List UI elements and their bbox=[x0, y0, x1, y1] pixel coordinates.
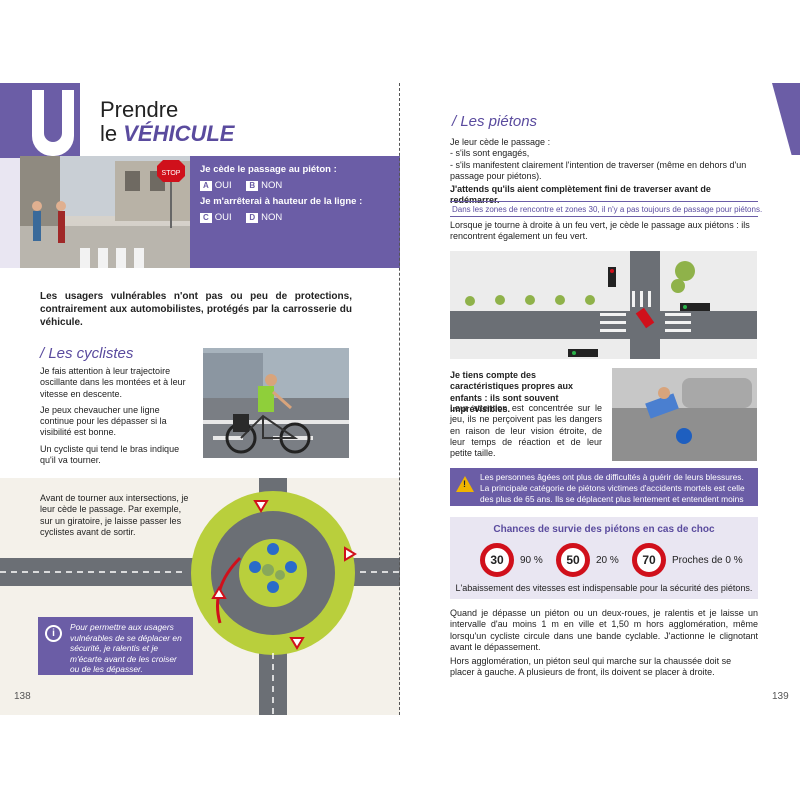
quiz-question-2: Je m'arrêterai à hauteur de la ligne : bbox=[200, 195, 363, 207]
left-page: Prendre le VÉHICULE STOP Je cède le pass… bbox=[0, 83, 400, 715]
intersection-diagram bbox=[450, 251, 757, 359]
zone-note: Dans les zones de rencontre et zones 30,… bbox=[452, 205, 763, 214]
cyclists-heading: / Les cyclistes bbox=[40, 345, 134, 362]
pedestrians-bullet-1: - s'ils sont engagés, bbox=[450, 148, 530, 159]
info-text: Pour permettre aux usagers vulnérables d… bbox=[70, 622, 182, 674]
option-text: OUI bbox=[214, 211, 232, 223]
page-title-line1: Prendre bbox=[100, 97, 179, 122]
pedestrians-text: Je leur cède le passage : - s'ils sont e… bbox=[450, 137, 758, 207]
note-rule-top bbox=[450, 201, 758, 202]
page-number-left: 138 bbox=[14, 691, 31, 702]
right-page: / Les piétons Je leur cède le passage : … bbox=[400, 83, 800, 715]
speed-sign-70: 70 bbox=[632, 543, 666, 577]
page-number-right: 139 bbox=[772, 691, 789, 702]
roundabout-text: Avant de tourner aux intersections, je l… bbox=[40, 493, 189, 537]
cyclists-text: Je fais attention à leur trajectoire osc… bbox=[40, 366, 190, 471]
note-rule-bottom bbox=[450, 216, 758, 217]
survival-title: Chances de survie des piétons en cas de … bbox=[493, 524, 715, 535]
speed-sign-50: 50 bbox=[556, 543, 590, 577]
survival-pct-70: Proches de 0 % bbox=[672, 555, 743, 566]
speed-sign-30: 30 bbox=[480, 543, 514, 577]
pedestrians-bullet-2: - s'ils manifestent clairement l'intenti… bbox=[450, 159, 747, 181]
corner-tab bbox=[772, 83, 800, 155]
intro-paragraph: Les usagers vulnérables n'ont pas ou peu… bbox=[40, 291, 352, 328]
info-icon: i bbox=[45, 625, 62, 642]
child-illustration bbox=[612, 368, 757, 461]
child-photo bbox=[612, 368, 757, 461]
page-divider bbox=[399, 83, 400, 715]
title-word: le bbox=[100, 121, 118, 146]
pedestrians-lead: Je leur cède le passage : bbox=[450, 137, 551, 147]
option-letter: B bbox=[246, 180, 259, 191]
page-title-line2: le VÉHICULE bbox=[100, 121, 235, 147]
children-text: Leur attention est concentrée sur le jeu… bbox=[450, 403, 602, 458]
pedestrians-heading: / Les piétons bbox=[452, 113, 538, 130]
rural-text: Hors agglomération, un piéton seul qui m… bbox=[450, 656, 732, 678]
option-letter: A bbox=[200, 180, 212, 191]
chapter-banner bbox=[0, 83, 80, 163]
roundabout-diagram bbox=[0, 478, 400, 715]
cyclist-illustration bbox=[203, 348, 349, 458]
option-letter: C bbox=[200, 212, 212, 223]
survival-box: Chances de survie des piétons en cas de … bbox=[450, 517, 758, 599]
street-illustration: STOP bbox=[20, 156, 190, 268]
pedestrians-bold-line: J'attends qu'ils aient complètement fini… bbox=[450, 184, 711, 206]
option-text: OUI bbox=[214, 179, 232, 191]
option-text: NON bbox=[261, 211, 283, 223]
survival-footer: L'abaissement des vitesses est indispens… bbox=[455, 583, 753, 593]
warning-icon: ! bbox=[456, 476, 474, 492]
cyclists-paragraph-1: Je fais attention à leur trajectoire osc… bbox=[40, 366, 186, 399]
survival-pct-30: 90 % bbox=[520, 555, 543, 566]
roundabout-area bbox=[0, 478, 400, 715]
quiz-question-1: Je cède le passage au piéton : bbox=[200, 164, 337, 175]
cyclists-paragraph-2: Je peux chevaucher une ligne continue po… bbox=[40, 404, 167, 438]
intersection-illustration bbox=[450, 251, 757, 359]
chapter-letter-u bbox=[32, 90, 74, 156]
option-letter: D bbox=[246, 212, 259, 223]
survival-pct-50: 20 % bbox=[596, 555, 619, 566]
cyclists-paragraph-3: Un cycliste qui tend le bras indique qu'… bbox=[40, 443, 180, 465]
option-text: NON bbox=[261, 179, 283, 191]
children-heading: Je tiens compte des caractéristiques pro… bbox=[450, 370, 574, 414]
title-emphasis: VÉHICULE bbox=[123, 121, 235, 146]
street-photo: STOP bbox=[20, 156, 190, 268]
elderly-warning-box: ! Les personnes âgées ont plus de diffic… bbox=[450, 468, 758, 515]
overtake-text: Quand je dépasse un piéton ou un deux-ro… bbox=[450, 608, 758, 652]
info-box: i Pour permettre aux usagers vulnérables… bbox=[38, 617, 193, 675]
elderly-text: Les personnes âgées ont plus de difficul… bbox=[480, 472, 745, 515]
stop-sign-text: STOP bbox=[162, 170, 181, 177]
cyclist-photo bbox=[203, 348, 349, 458]
turn-right-text: Lorsque je tourne à droite à un feu vert… bbox=[450, 220, 750, 242]
warning-glyph: ! bbox=[463, 479, 466, 489]
